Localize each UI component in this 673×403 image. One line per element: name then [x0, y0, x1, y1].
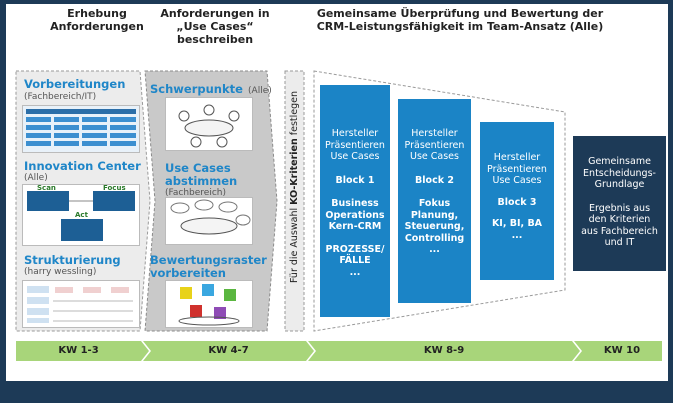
ko-criteria-label: Für die Auswahl KO-Kriterien festlegen — [287, 62, 302, 312]
puzzle-image — [165, 280, 253, 328]
result-line: Grundlage — [594, 179, 645, 190]
bewertung-title-2: vorbereiten — [150, 266, 226, 280]
focus-label: Focus — [103, 184, 126, 192]
result-line: und IT — [604, 237, 635, 248]
result-line: den Kriterien — [588, 214, 651, 225]
vorbereitungen-sub: (Fachbereich/IT) — [24, 92, 97, 102]
vorbereitungen-image — [22, 105, 140, 153]
block-topic: KI, BI, BA — [491, 218, 543, 229]
frame-right — [668, 0, 673, 403]
header-line: Anforderungen — [50, 20, 144, 33]
schwerpunkte-sub: (Alle) — [248, 86, 272, 96]
block-topic: ... — [429, 244, 440, 255]
block-topic: FÄLLE — [339, 255, 371, 266]
frame-left — [0, 0, 6, 403]
strukturierung-sub: (harry wessling) — [24, 267, 97, 277]
bewertung-title-1: Bewertungsraster — [150, 253, 267, 267]
result-line: Entscheidungs- — [583, 167, 656, 179]
ko-post: festlegen — [289, 91, 300, 139]
header-erhebung: Erhebung Anforderungen — [42, 7, 152, 33]
scan-label: Scan — [37, 184, 56, 192]
innovation-sub: (Alle) — [24, 173, 48, 183]
timeline-segment-1 — [16, 341, 149, 361]
innovation-image: Scan Focus Act — [22, 184, 140, 246]
structure-image — [27, 286, 133, 323]
block-topic: Fokus — [418, 198, 451, 209]
ko-bold: KO-Kriterien — [289, 138, 300, 205]
grid-image — [26, 109, 136, 146]
block-intro-line: Hersteller — [411, 128, 458, 139]
workshop-image — [165, 197, 253, 245]
header-anforderungen: Anforderungen in „Use Cases“ beschreiben — [140, 7, 290, 46]
block-intro-line: Hersteller — [331, 128, 379, 139]
header-bewertung: Gemeinsame Überprüfung und Bewertung der… — [300, 7, 620, 33]
workshop-sketch — [170, 199, 251, 235]
block-topic: Steuerung, — [404, 221, 465, 232]
block-intro-line: Hersteller — [493, 152, 541, 163]
usecases-title-1: Use Cases — [165, 161, 231, 175]
header-line: Gemeinsame Überprüfung und Bewertung der — [316, 7, 604, 20]
result-line: Ergebnis aus — [588, 202, 651, 214]
timeline-segment-3 — [308, 341, 580, 361]
strukturierung-image — [22, 280, 140, 328]
block-intro-line: Präsentieren — [404, 139, 465, 151]
timeline-kw-10: KW 10 — [603, 345, 641, 356]
block-intro-line: Präsentieren — [325, 139, 385, 151]
block-topic: Kern-CRM — [328, 221, 382, 232]
block-title: Block 1 — [335, 174, 375, 186]
usecases-sub: (Fachbereich) — [165, 188, 226, 198]
ko-pre: Für die Auswahl — [289, 204, 300, 284]
block-1: Hersteller Präsentieren Use Cases Block … — [320, 85, 390, 317]
meeting-image — [165, 97, 253, 151]
block-title: Block 3 — [497, 196, 537, 208]
block-intro-line: Use Cases — [330, 151, 380, 162]
scan-focus-act-image — [27, 191, 135, 241]
header-line: „Use Cases“ beschreiben — [176, 20, 254, 46]
strukturierung-title: Strukturierung — [24, 253, 121, 267]
block-topic: Planung, — [410, 209, 459, 221]
block-topic: Controlling — [404, 232, 465, 244]
block-topic: PROZESSE/ — [325, 243, 385, 255]
result-line: Gemeinsame — [588, 156, 651, 167]
block-topic: ... — [511, 229, 523, 241]
meeting-sketch — [178, 104, 240, 148]
innovation-title: Innovation Center — [24, 159, 141, 173]
block-topic: Operations — [325, 209, 385, 221]
ko-panel — [284, 70, 305, 332]
schwerpunkte-label: Schwerpunkte (Alle) — [150, 78, 272, 97]
header-line: CRM-Leistungsfähigkeit im Team-Ansatz (A… — [316, 20, 604, 33]
vorbereitungen-title: Vorbereitungen — [24, 77, 126, 91]
frame-bottom — [0, 381, 673, 403]
frame-top — [0, 0, 673, 4]
puzzle-sketch — [178, 284, 240, 326]
header-line: Anforderungen in — [160, 7, 270, 20]
block-intro-line: Use Cases — [410, 151, 459, 162]
timeline-kw-1-3: KW 1-3 — [58, 345, 99, 356]
usecases-title-2: abstimmen — [165, 174, 238, 188]
result-line: aus Fachbereich — [581, 225, 658, 237]
schwerpunkte-title: Schwerpunkte — [150, 82, 243, 96]
block-3: Hersteller Präsentieren Use Cases Block … — [480, 122, 554, 280]
block-intro-line: Use Cases — [492, 175, 542, 186]
block-topic: ... — [349, 266, 361, 278]
block-title: Block 2 — [415, 174, 454, 186]
block-2: Hersteller Präsentieren Use Cases Block … — [398, 99, 471, 303]
block-intro-line: Präsentieren — [487, 163, 547, 175]
timeline-kw-4-7: KW 4-7 — [208, 345, 249, 356]
result-box: Gemeinsame Entscheidungs- Grundlage Erge… — [573, 136, 666, 271]
act-label: Act — [75, 211, 88, 219]
block-topic: Business — [331, 198, 379, 209]
header-line: Erhebung — [67, 7, 127, 20]
timeline-segment-2 — [143, 341, 314, 361]
timeline-segment-4 — [574, 341, 662, 361]
timeline-kw-8-9: KW 8-9 — [423, 345, 465, 356]
